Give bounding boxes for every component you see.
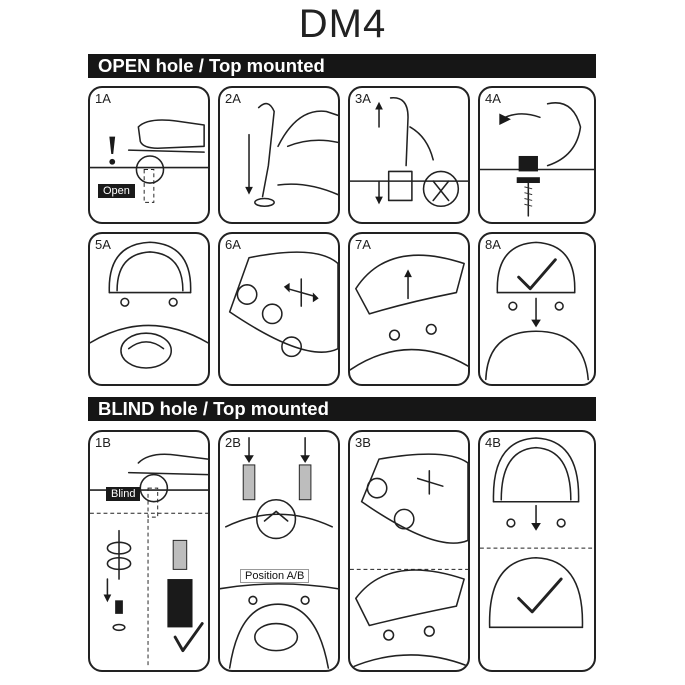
panel-4b: 4B (478, 430, 596, 672)
step-label: 3A (355, 91, 371, 106)
step-2a-illustration (245, 102, 338, 208)
position-tag: Position A/B (240, 569, 310, 583)
step-label: 2A (225, 91, 241, 106)
step-5a-illustration (90, 241, 208, 369)
blind-tag: Blind (106, 487, 141, 501)
step-1a-illustration (90, 119, 208, 203)
panel-2a: 2A (218, 86, 340, 224)
step-label: 1A (95, 91, 111, 106)
panel-7a: 7A (348, 232, 470, 386)
step-1b-illustration (90, 453, 208, 669)
step-label: 5A (95, 237, 111, 252)
step-label: 7A (355, 237, 371, 252)
step-3b-illustration (350, 453, 468, 669)
step-6a-illustration (228, 251, 338, 358)
open-tag: Open (98, 184, 135, 198)
panel-3b: 3B (348, 430, 470, 672)
step-4b-illustration (480, 437, 594, 629)
step-label: 3B (355, 435, 371, 450)
section-header-open: OPEN hole / Top mounted (88, 54, 596, 78)
panel-1a: 1A Open (88, 86, 210, 224)
step-label: 4B (485, 435, 501, 450)
panel-5a: 5A (88, 232, 210, 386)
step-label: 1B (95, 435, 111, 450)
step-4a-illustration (480, 102, 594, 217)
panel-2b: 2B Position A/B (218, 430, 340, 672)
step-2b-illustration (220, 437, 338, 669)
step-3a-illustration (350, 97, 468, 208)
panel-3a: 3A (348, 86, 470, 224)
step-7a-illustration (350, 254, 468, 371)
step-label: 8A (485, 237, 501, 252)
panel-1b: 1B Blind (88, 430, 210, 672)
panel-4a: 4A (478, 86, 596, 224)
step-label: 2B (225, 435, 241, 450)
panel-8a: 8A (478, 232, 596, 386)
step-label: 6A (225, 237, 241, 252)
section-header-blind: BLIND hole / Top mounted (88, 397, 596, 421)
step-8a-illustration (485, 241, 589, 381)
page-title: DM4 (298, 2, 387, 46)
step-label: 4A (485, 91, 501, 106)
panel-6a: 6A (218, 232, 340, 386)
